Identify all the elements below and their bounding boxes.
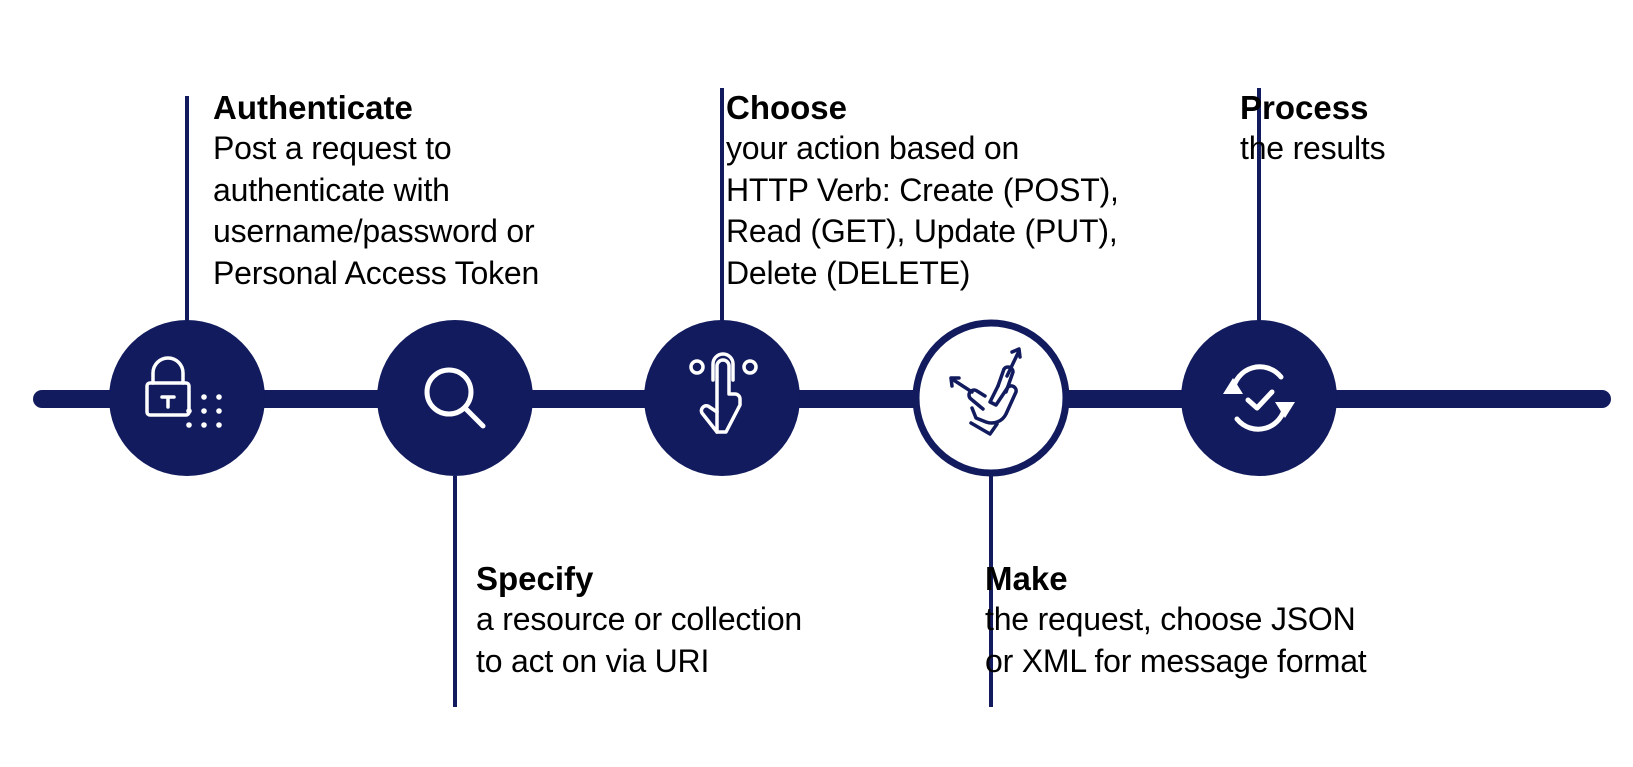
step-description-line: the request, choose JSON	[985, 601, 1356, 637]
step-description-line: HTTP Verb: Create (POST),	[726, 171, 1119, 208]
step-description-line: Personal Access Token	[213, 254, 540, 291]
step-description-line: Read (GET), Update (PUT),	[726, 213, 1118, 249]
lock-keypad-icon	[145, 356, 191, 417]
step-description-line: authenticate with	[213, 171, 450, 208]
step-node-process	[1181, 320, 1337, 476]
step-text-process: Process the results	[1240, 87, 1386, 170]
step-description-line: a resource or collection	[476, 601, 803, 637]
step-description-line: username/password or	[213, 213, 535, 249]
step-title: Process	[1240, 89, 1369, 126]
step-node-make	[912, 319, 1070, 477]
multi-touch-gesture-icon	[949, 347, 1022, 436]
tap-gesture-icon	[689, 352, 758, 434]
step-title: Specify	[476, 560, 594, 597]
step-text-specify: Specify a resource or collection to act …	[476, 558, 802, 682]
step-description-line: or XML for message format	[985, 642, 1367, 679]
step-description-line: Post a request to	[213, 130, 452, 166]
keypad-dots	[186, 394, 222, 428]
step-node-specify	[377, 320, 533, 476]
step-title: Make	[985, 560, 1068, 597]
refresh-arrowhead-top	[1223, 378, 1243, 394]
step-text-authenticate: Authenticate Post a request to authentic…	[213, 87, 539, 294]
step-title: Authenticate	[213, 89, 413, 126]
step-node-authenticate	[109, 320, 265, 476]
step-title: Choose	[726, 89, 848, 126]
step-description-line: your action based on	[726, 130, 1020, 166]
refresh-arrowhead-bottom	[1275, 402, 1295, 418]
magnifier-icon	[424, 367, 486, 429]
step-text-make: Make the request, choose JSON or XML for…	[985, 558, 1367, 682]
step-description-line: the results	[1240, 130, 1386, 166]
step-node-choose	[644, 320, 800, 476]
step-description-line: Delete (DELETE)	[726, 254, 971, 291]
step-text-choose: Choose your action based on HTTP Verb: C…	[726, 87, 1119, 294]
step-description-line: to act on via URI	[476, 642, 710, 679]
